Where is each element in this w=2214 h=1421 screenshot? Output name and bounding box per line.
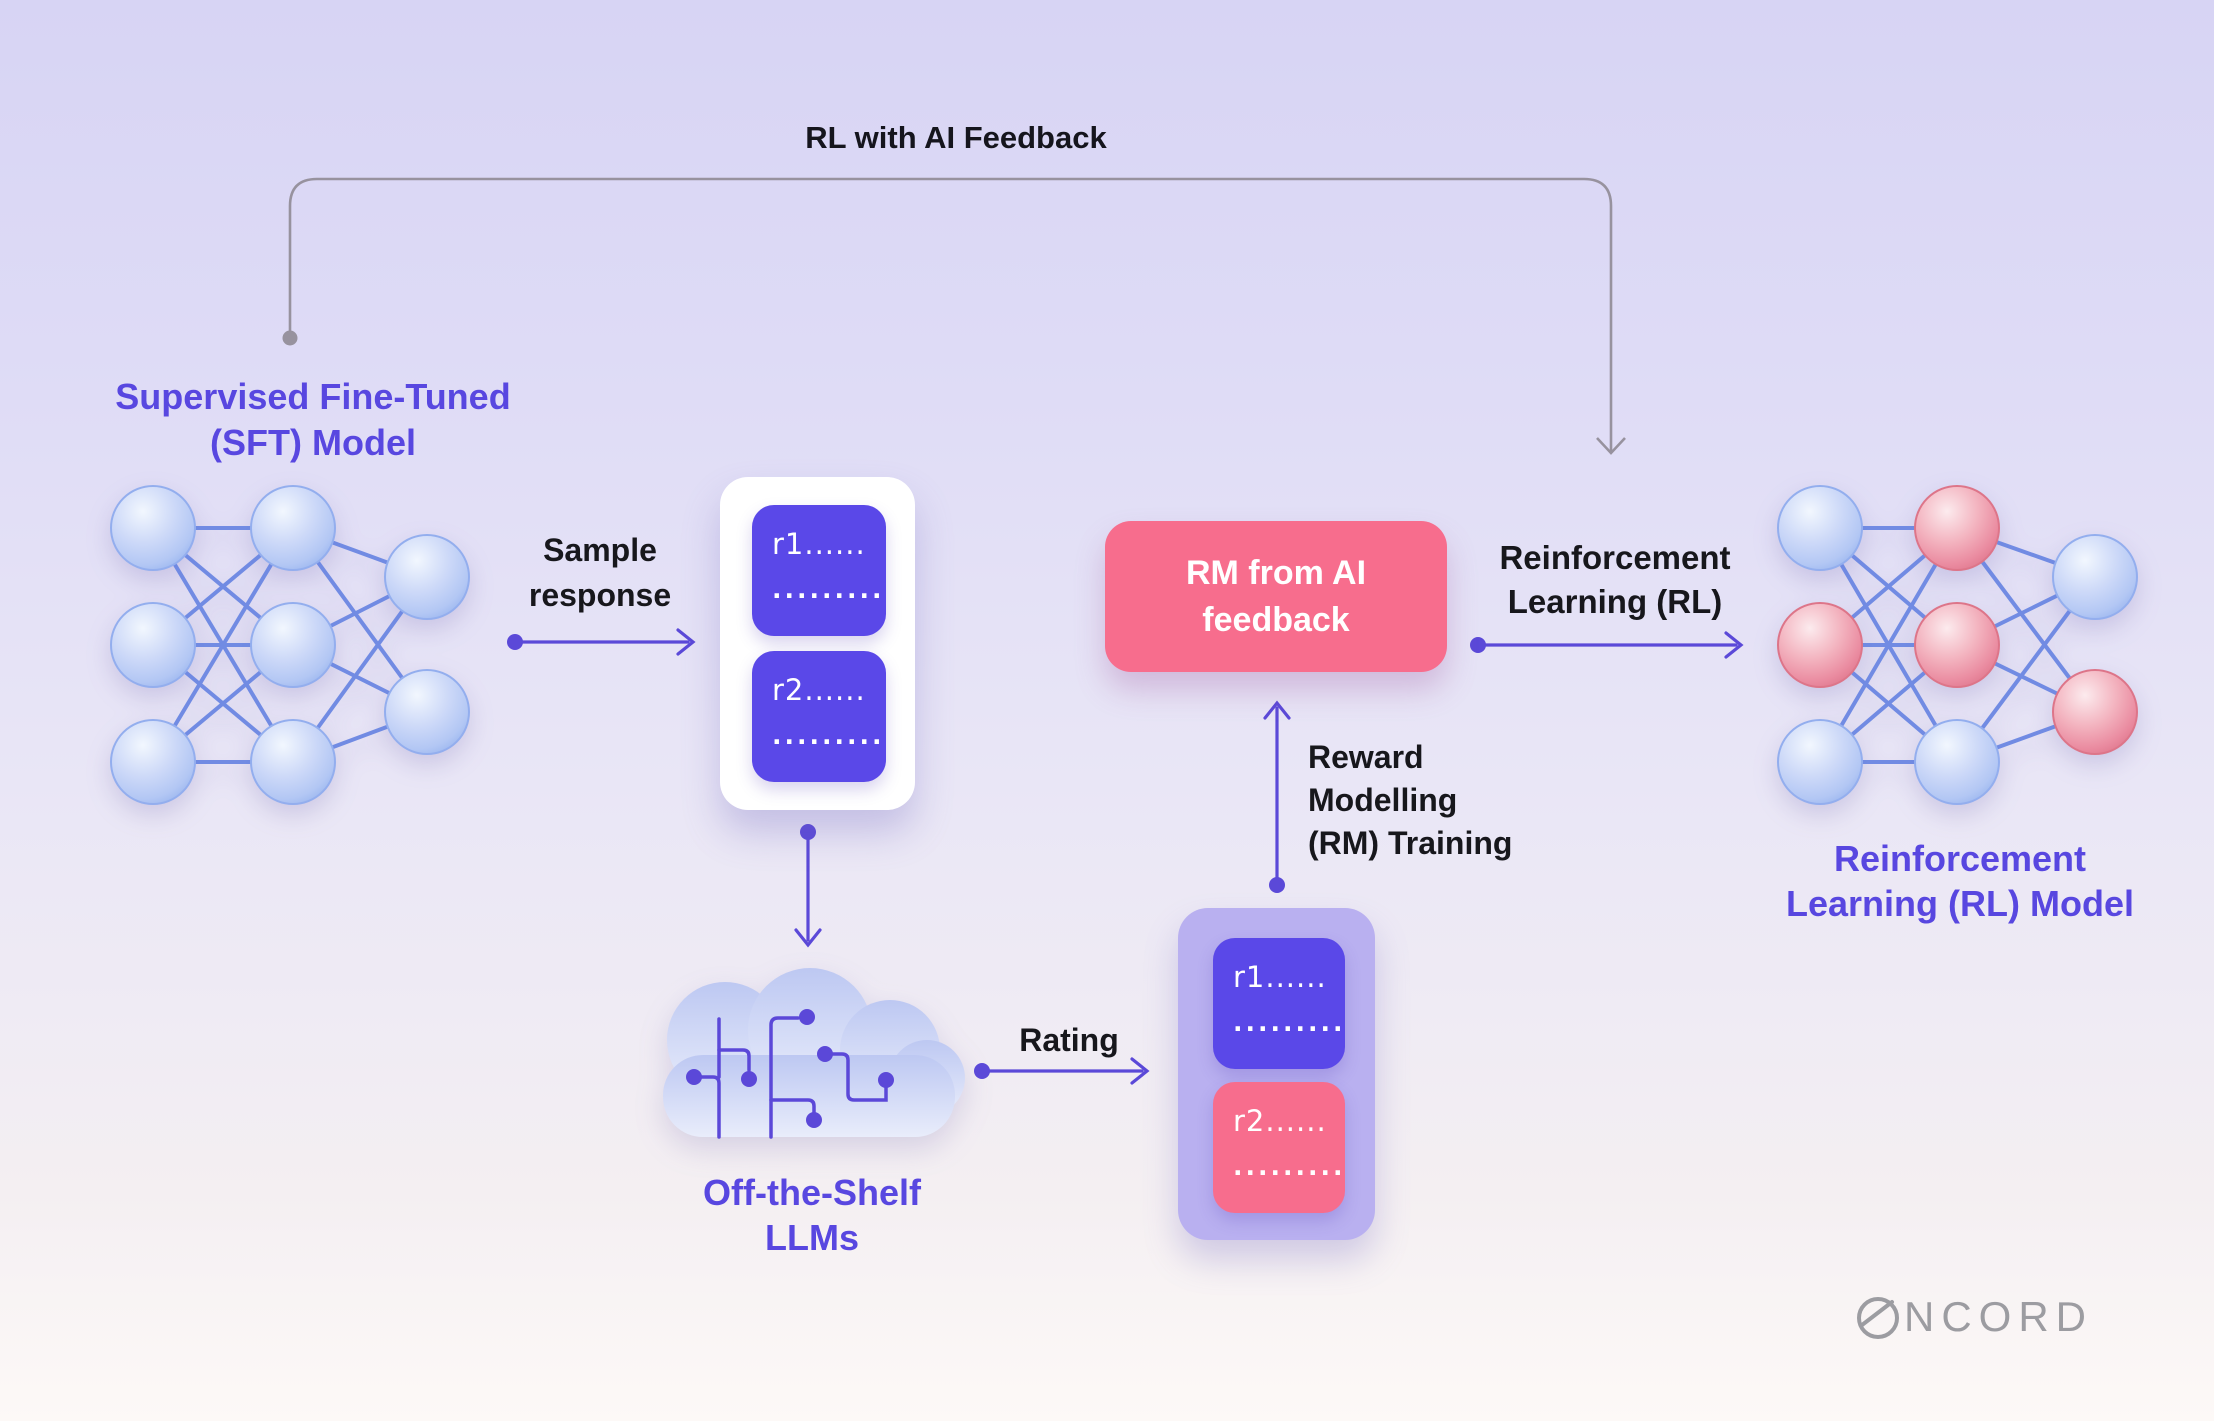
sample-response-label: Sample response: [490, 528, 710, 618]
rl-arrow-line1: Reinforcement: [1499, 539, 1731, 576]
rl-model-line2: Learning (RL) Model: [1786, 883, 2134, 924]
encord-wordmark: NCORD: [1904, 1293, 2093, 1340]
rm-training-arrow: [1263, 700, 1291, 893]
rl-model-line1: Reinforcement: [1833, 838, 2087, 879]
rating-arrow: [974, 1057, 1150, 1085]
sample-response-line2: response: [528, 577, 672, 613]
response-pair-card: r1...... ......... r2...... .........: [720, 477, 915, 810]
reward-training-label: Reward Modelling (RM) Training: [1308, 736, 1708, 865]
rated-r2-text: r2......: [1233, 1104, 1327, 1138]
reward-training-line1: Reward: [1308, 739, 1424, 775]
rated-pair-card: r1...... ......... r2...... .........: [1178, 908, 1375, 1240]
sft-model-label-line1: Supervised Fine-Tuned: [115, 376, 511, 417]
rated-r1-dots: .........: [1233, 1008, 1346, 1037]
response-r1-text: r1......: [772, 527, 866, 561]
cloud-circuit-pattern: [692, 1016, 888, 1139]
response-r1-dots: .........: [772, 575, 885, 604]
response-r2-text: r2......: [772, 673, 866, 707]
rm-feedback-line1: RM from AI: [1185, 553, 1367, 592]
llm-cloud-line1: Off-the-Shelf: [703, 1172, 921, 1213]
sft-network-icon: [110, 485, 470, 805]
sample-response-line1: Sample: [543, 532, 657, 568]
rl-network-icon: [1777, 485, 2138, 805]
rl-arrow-line2: Learning (RL): [1507, 583, 1723, 620]
sample-response-arrow: [507, 628, 696, 656]
response-r2-box: r2...... .........: [752, 651, 886, 782]
llm-cloud-icon: [663, 968, 965, 1139]
encord-logo-e-icon: [1857, 1297, 1899, 1339]
sft-model-label: Supervised Fine-Tuned (SFT) Model: [63, 374, 563, 466]
response-r1-box: r1...... .........: [752, 505, 886, 636]
rated-r1-text: r1......: [1233, 960, 1327, 994]
rm-feedback-line2: feedback: [1202, 600, 1350, 639]
rlaif-loop-arrow: [282, 177, 1626, 455]
diagram-title: RL with AI Feedback: [805, 120, 1107, 155]
response-r2-dots: .........: [772, 721, 885, 750]
rating-label: Rating: [1019, 1022, 1119, 1058]
rated-r2-box: r2...... .........: [1213, 1082, 1345, 1213]
sft-model-label-line2: (SFT) Model: [210, 422, 416, 463]
rl-model-label: Reinforcement Learning (RL) Model: [1660, 836, 2214, 926]
encord-logo: NCORD: [1852, 1292, 2093, 1342]
rated-r2-dots: .........: [1233, 1152, 1346, 1181]
responses-to-llm-arrow: [794, 824, 822, 948]
rl-arrow-label: Reinforcement Learning (RL): [1445, 536, 1785, 624]
reward-training-line3: (RM) Training: [1308, 825, 1513, 861]
rm-feedback-box: RM from AI feedback: [1105, 521, 1447, 672]
llm-cloud-line2: LLMs: [765, 1217, 859, 1258]
llm-cloud-label: Off-the-Shelf LLMs: [637, 1170, 987, 1260]
reward-training-line2: Modelling: [1308, 782, 1458, 818]
rated-r1-box: r1...... .........: [1213, 938, 1345, 1069]
reinforcement-learning-arrow: [1470, 631, 1744, 659]
